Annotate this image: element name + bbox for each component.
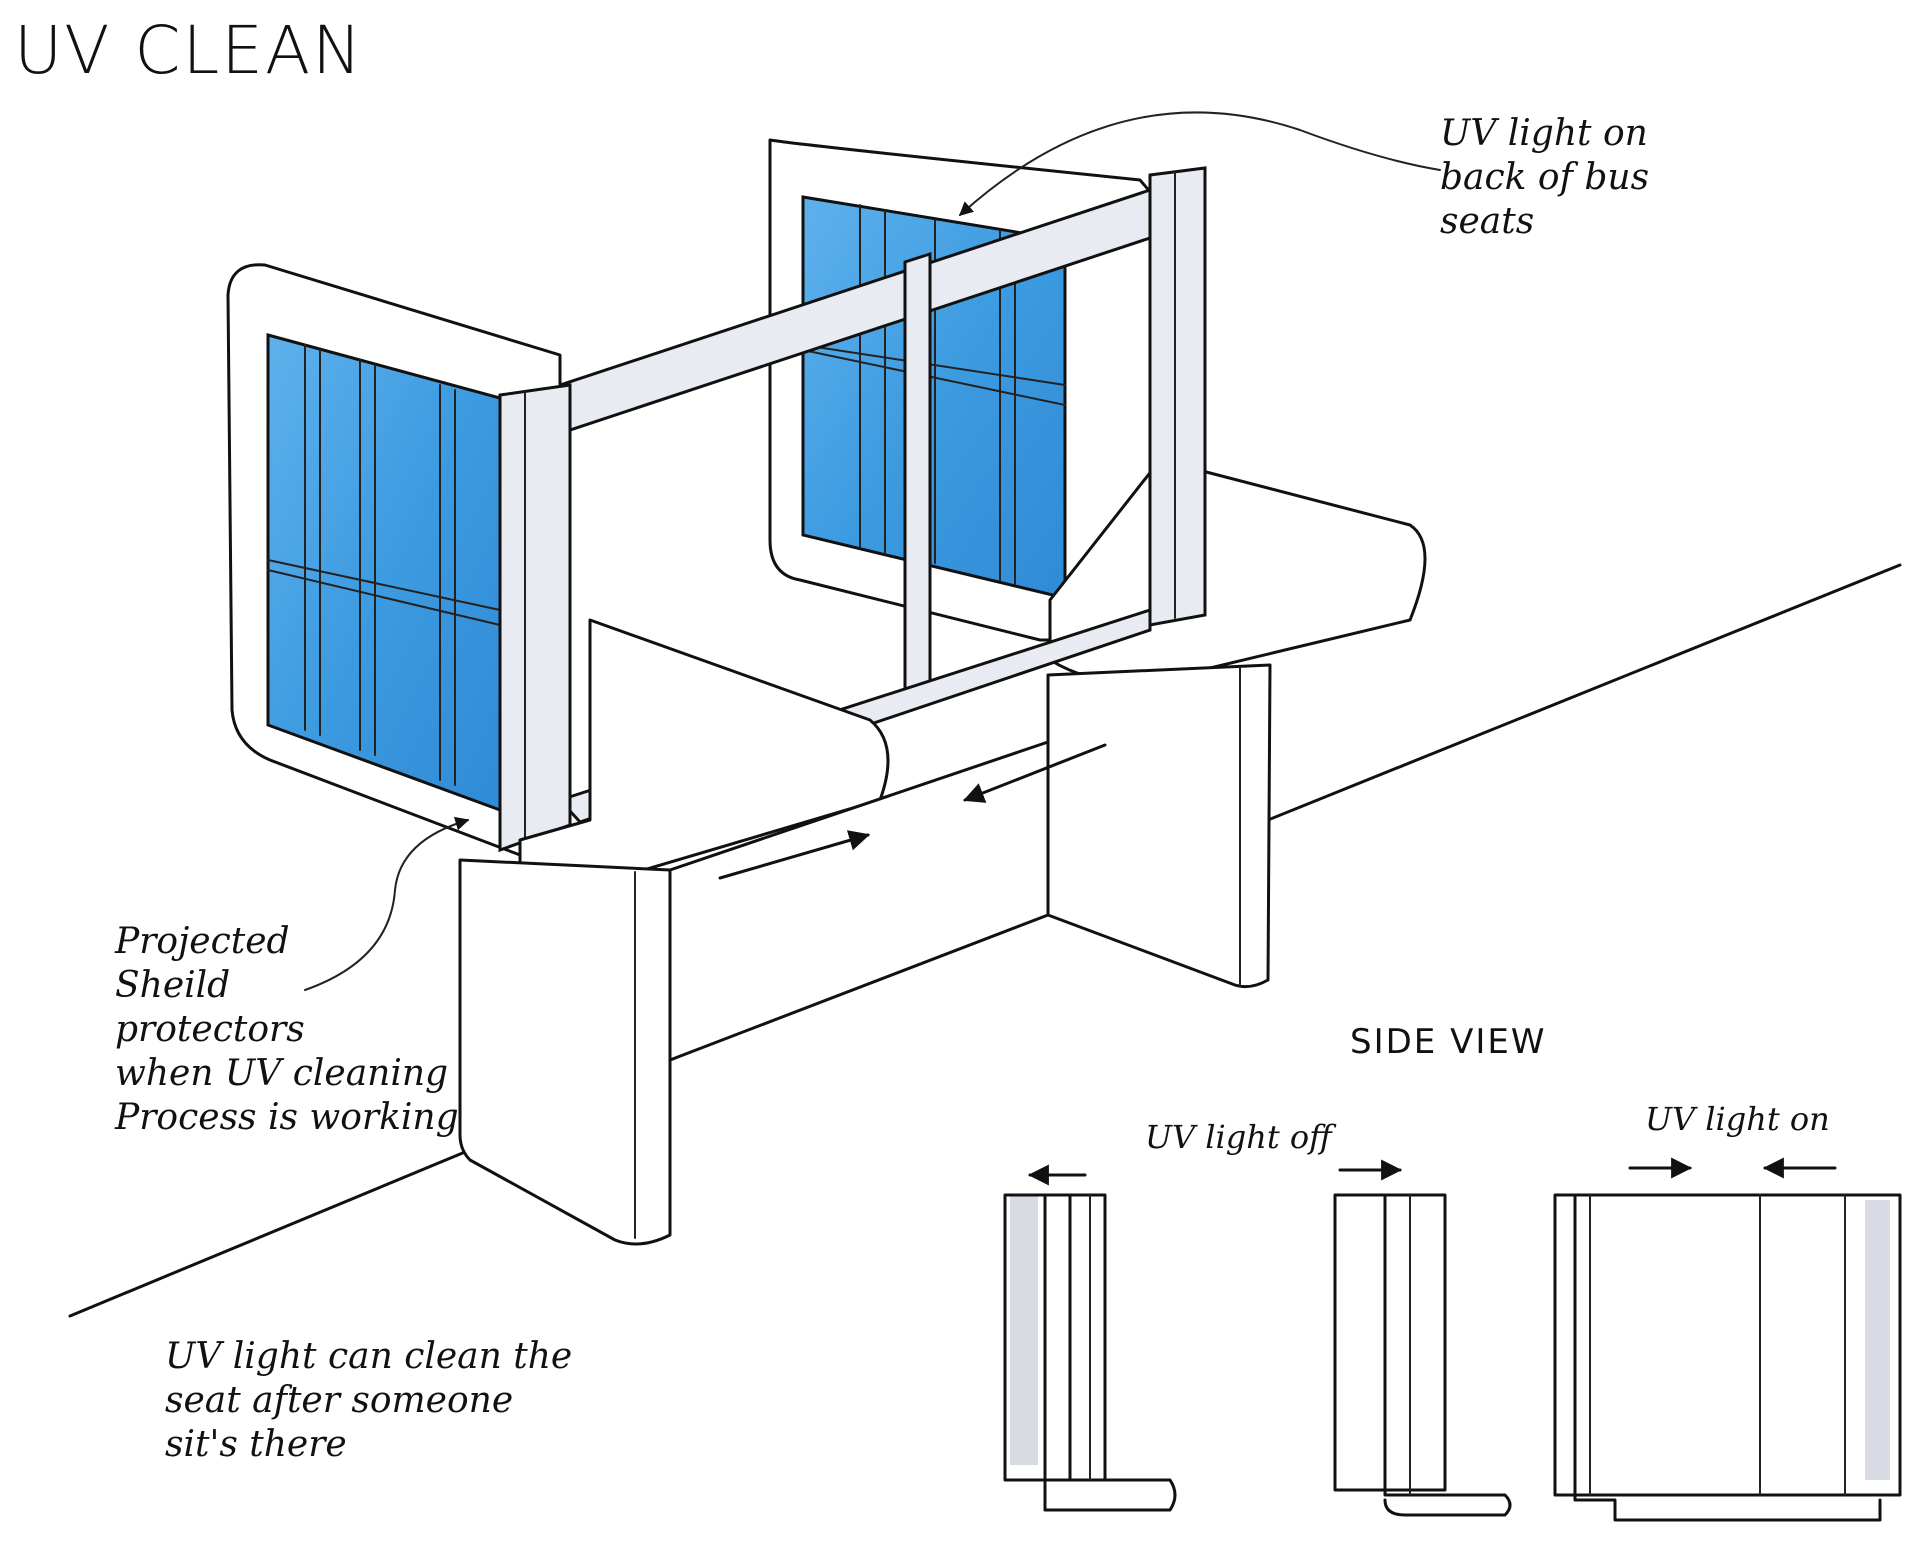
- annotation-line: UV light can clean the: [165, 1336, 573, 1377]
- front-seat: [226, 263, 1050, 1246]
- back-light-annotation: UV light on back of bus seats: [1440, 112, 1649, 244]
- side-view-diagrams: [1003, 1157, 1902, 1522]
- side-view-on: [1553, 1157, 1902, 1522]
- annotation-line: back of bus: [1440, 157, 1650, 198]
- side-view-off-left: [1003, 1164, 1177, 1512]
- shield-annotation: Projected Sheild protectors when UV clea…: [115, 920, 459, 1140]
- annotation-line: seat after someone: [165, 1380, 514, 1421]
- annotation-line: protectors: [115, 1009, 305, 1050]
- side-view-title: SIDE VIEW: [1350, 1022, 1547, 1062]
- annotation-line: seats: [1440, 201, 1535, 242]
- light-off-label: UV light off: [1145, 1118, 1332, 1156]
- annotation-line: Process is working: [115, 1097, 459, 1138]
- annotation-line: UV light on: [1440, 113, 1648, 154]
- annotation-line: when UV cleaning: [115, 1053, 449, 1094]
- leader-lines: [304, 111, 1441, 991]
- light-on-label: UV light on: [1645, 1100, 1830, 1138]
- side-view-off-right: [1333, 1159, 1512, 1517]
- annotation-line: sit's there: [165, 1424, 347, 1465]
- slide-arrows: [718, 743, 1107, 880]
- annotation-line: Projected: [115, 921, 290, 962]
- page-title: UV CLEAN: [14, 12, 364, 89]
- cleaning-annotation: UV light can clean the seat after someon…: [165, 1335, 572, 1467]
- annotation-line: Sheild: [115, 965, 231, 1006]
